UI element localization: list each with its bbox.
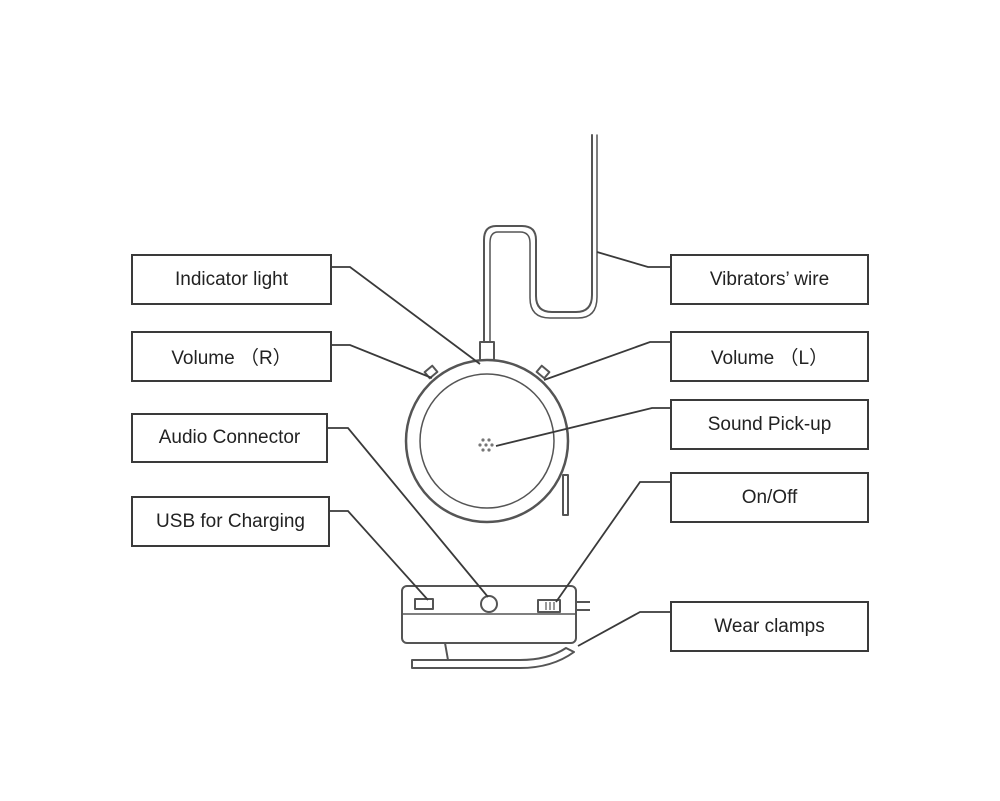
usb-port <box>414 598 434 610</box>
vibrators-wire-outline <box>489 134 598 343</box>
on-off-switch <box>537 599 561 613</box>
wear-clamp <box>411 642 575 669</box>
leader-usb-charging <box>330 510 429 601</box>
label-volume-r: Volume （R） <box>131 331 332 382</box>
leader-volume-l <box>543 341 670 381</box>
volume-l-button <box>535 364 551 380</box>
label-volume-r-text: Volume （R） <box>171 348 292 369</box>
label-vibrators-wire: Vibrators’ wire <box>670 254 869 305</box>
device-face <box>419 373 555 509</box>
leader-audio-connector <box>328 427 489 598</box>
leader-sound-pickup <box>495 407 670 447</box>
vibrators-wire <box>483 134 593 343</box>
label-audio-connector: Audio Connector <box>131 413 328 463</box>
label-vibrators-wire-text: Vibrators’ wire <box>709 268 830 290</box>
label-volume-l: Volume （L） <box>670 331 869 382</box>
on-off-side <box>562 474 569 516</box>
label-wear-clamps-text: Wear clamps <box>714 615 825 637</box>
label-indicator-light: Indicator light <box>131 254 332 305</box>
label-usb-charging-text: USB for Charging <box>156 510 305 532</box>
label-audio-connector-text: Audio Connector <box>158 427 301 448</box>
sound-pickup-holes <box>478 438 494 452</box>
label-indicator-light-text: Indicator light <box>174 268 288 290</box>
leader-volume-r <box>332 344 433 379</box>
leader-wear-clamps <box>577 611 670 647</box>
label-on-off: On/Off <box>670 472 869 523</box>
label-sound-pickup: Sound Pick-up <box>670 399 869 450</box>
device-body <box>404 358 570 524</box>
label-usb-charging: USB for Charging <box>131 496 330 547</box>
leader-vibrators-wire <box>596 251 670 268</box>
label-wear-clamps: Wear clamps <box>670 601 869 652</box>
label-on-off-text: On/Off <box>741 486 798 508</box>
label-sound-pickup-text: Sound Pick-up <box>707 413 832 435</box>
label-volume-l-text: Volume （L） <box>710 348 829 369</box>
audio-jack <box>480 595 498 613</box>
leader-on-off <box>555 481 670 603</box>
leader-indicator-light <box>332 266 481 365</box>
